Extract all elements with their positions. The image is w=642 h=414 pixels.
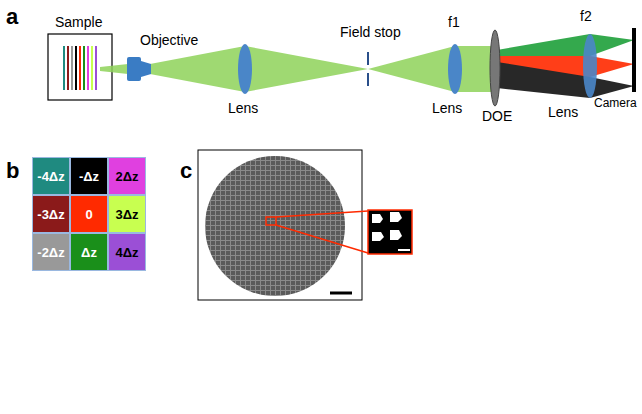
depth-label: -4Δz (37, 169, 64, 184)
part-label: Lens (548, 104, 578, 121)
doe-panel (198, 150, 362, 300)
part-label: Objective (140, 32, 198, 49)
zoom-region (266, 217, 276, 225)
scale-bar (330, 292, 352, 295)
depth-label: -3Δz (37, 207, 64, 222)
zoom-inset (368, 210, 412, 254)
focal-label: f1 (448, 14, 460, 31)
diffracted-beams (497, 34, 634, 98)
depth-label: -Δz (79, 169, 99, 184)
part-label: Field stop (340, 24, 401, 41)
doe-features (372, 212, 402, 241)
part-label: DOE (482, 108, 512, 125)
scale-bar (398, 249, 410, 251)
depth-label: 3Δz (115, 207, 138, 222)
depth-cell: Δz (71, 234, 107, 270)
lens-symbol (448, 44, 462, 94)
focal-label: f2 (580, 8, 592, 25)
depth-cell: 3Δz (109, 196, 145, 232)
doe-symbol (490, 30, 500, 106)
depth-cell: -2Δz (33, 234, 69, 270)
depth-label: 2Δz (115, 169, 138, 184)
depth-cell: 0 (71, 196, 107, 232)
depth-cell: -4Δz (33, 158, 69, 194)
lens-symbol (583, 34, 597, 98)
depth-label: -2Δz (37, 245, 64, 260)
camera-sensor (632, 28, 636, 92)
panel-letter: a (6, 4, 18, 30)
objective-symbol (127, 57, 151, 81)
lens-symbol (238, 44, 252, 94)
depth-cell: -Δz (71, 158, 107, 194)
panel-letter: b (6, 158, 19, 184)
field-stop-symbol (367, 52, 369, 86)
depth-cell: 2Δz (109, 158, 145, 194)
doe-pattern (205, 156, 345, 296)
part-label: Camera (594, 96, 637, 110)
grid-border (32, 157, 146, 271)
panel-letter: c (180, 158, 192, 184)
part-label: Sample (55, 14, 102, 31)
depth-cell: -3Δz (33, 196, 69, 232)
part-label: Lens (432, 100, 462, 117)
depth-label: 4Δz (115, 245, 138, 260)
depth-label: Δz (81, 245, 97, 260)
light-beam (100, 46, 495, 92)
depth-label: 0 (85, 207, 92, 222)
depth-cell: 4Δz (109, 234, 145, 270)
part-label: Lens (228, 100, 258, 117)
zoom-lines (276, 211, 368, 253)
sample-lines (64, 46, 96, 90)
